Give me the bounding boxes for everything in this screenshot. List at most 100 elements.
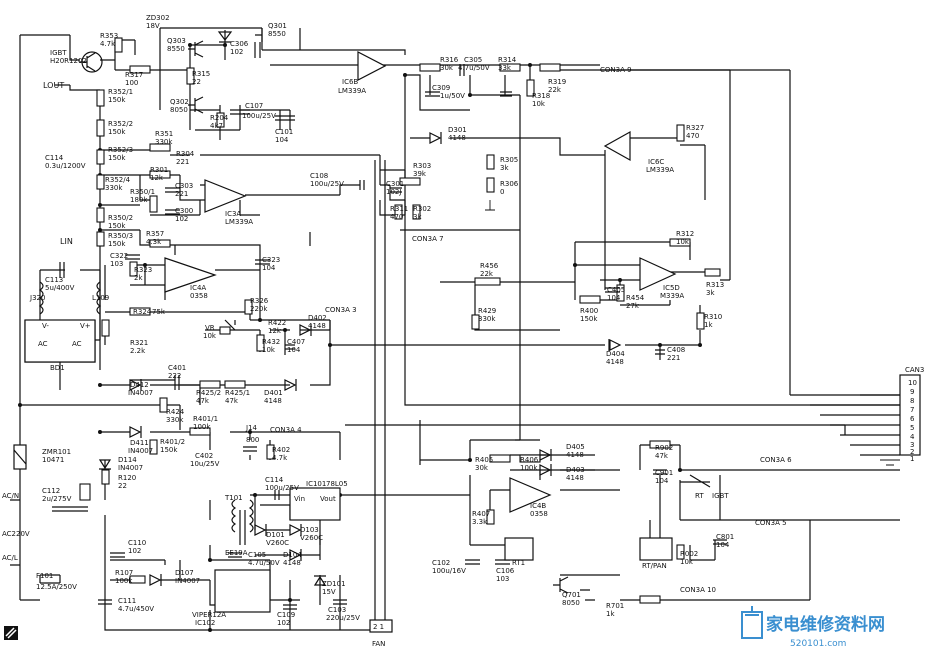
label-r352-4: R352/4 — [105, 176, 131, 184]
label-ic5d: IC5D — [663, 284, 680, 292]
label-d107-value: IN4007 — [175, 577, 200, 585]
label-c300: C300 — [175, 207, 193, 215]
label-d405-value: 4148 — [566, 451, 584, 459]
label-c114-value: 0.3u/1200V — [45, 162, 86, 170]
label-r317: R317 — [125, 71, 143, 79]
label-zd101-value: 15V — [322, 588, 336, 596]
label-r312: R312 — [676, 230, 694, 238]
label-r407-value: 3.3k — [472, 518, 488, 526]
label-bd1: BD1 — [50, 364, 65, 372]
label-r324: R324 — [133, 308, 152, 316]
label-r304: R304 — [176, 150, 195, 158]
label-c407: C407 — [287, 338, 305, 346]
label-ic102: IC102 — [195, 619, 215, 627]
label-c402: C402 — [195, 452, 213, 460]
label-r323-value: 2k — [134, 274, 143, 282]
label-r120-value: 22 — [118, 482, 127, 490]
label-r352-1-value: 150k — [108, 96, 126, 104]
label-v-minus: V- — [42, 322, 49, 330]
label-r305: R305 — [500, 156, 518, 164]
label-c107: C107 — [245, 102, 263, 110]
label-c109-value: 102 — [277, 619, 290, 627]
label-vout: Vout — [320, 495, 336, 503]
label-c306: C306 — [230, 40, 249, 48]
label-r401-2: R401/2 — [160, 438, 185, 446]
label-zmr101-value: 10471 — [42, 456, 64, 464]
watermark-url: 520101.com — [790, 639, 846, 649]
label-r350-1-value: 180k — [130, 196, 148, 204]
label-r316-value: 30k — [440, 64, 454, 72]
label-c305-value: 4.7u/50V — [458, 64, 490, 72]
can3-pin-8: 8 — [910, 397, 914, 405]
label-fan-pins: 2 1 — [373, 623, 384, 631]
label-c109: C109 — [277, 611, 295, 619]
label-ic5d-type: M339A — [660, 292, 684, 300]
label-ic6b-type: LM339A — [338, 87, 366, 95]
label-r405: R405 — [475, 456, 493, 464]
label-igbt: IGBT — [50, 49, 67, 57]
label-ac-n: AC/N — [2, 492, 19, 500]
can3-pin-9: 9 — [910, 388, 914, 396]
label-r326: R326 — [250, 297, 269, 305]
label-zd101: ZD101 — [322, 580, 346, 588]
label-c306-value: 102 — [230, 48, 243, 56]
can3-pin-3: 3 — [910, 441, 914, 449]
label-c323: C323 — [262, 256, 280, 264]
label-q303: Q303 — [167, 37, 186, 45]
label-ic101: IC101 — [306, 480, 326, 488]
label-d403-value: 4148 — [566, 474, 584, 482]
label-con3a9: CON3A 9 — [600, 66, 632, 74]
label-d301: D301 — [448, 126, 467, 134]
label-can3: CAN3 — [905, 366, 924, 374]
label-d104: D104 — [283, 551, 302, 559]
label-q701: Q701 — [562, 591, 581, 599]
label-r422: R422 — [268, 319, 286, 327]
label-r302-value: 3k — [413, 213, 422, 221]
label-vin: Vin — [294, 495, 305, 503]
label-r351-value: 330k — [155, 138, 173, 146]
label-c901: C901 — [655, 469, 673, 477]
label-d411-value: IN4007 — [128, 447, 153, 455]
label-c401-value: 222 — [168, 372, 181, 380]
magnetics — [13, 281, 711, 584]
label-c401: C401 — [168, 364, 186, 372]
label-r402: R402 — [272, 446, 290, 454]
label-d401: D401 — [264, 389, 283, 397]
label-r318: R318 — [532, 92, 550, 100]
label-r002: R002 — [680, 550, 698, 558]
label-d412: D412 — [130, 381, 149, 389]
label-r425-2: R425/2 — [196, 389, 221, 397]
label-ac-left: AC — [38, 340, 48, 348]
label-f101: F101 — [36, 572, 53, 580]
capacitors — [52, 42, 727, 610]
label-r701: R701 — [606, 602, 624, 610]
label-r352-3-value: 150k — [108, 154, 126, 162]
label-ac-l: AC/L — [2, 554, 18, 562]
label-igbt-type: H20R1202 — [50, 57, 87, 65]
label-r350-3: R350/3 — [108, 232, 133, 240]
label-r424-value: 330k — [166, 416, 184, 424]
label-r313: R313 — [706, 281, 724, 289]
label-r204-value: 4k7 — [210, 122, 223, 130]
label-rt1: RT1 — [512, 559, 525, 567]
label-c107-value: 100u/25V — [242, 112, 276, 120]
label-c106-value: 103 — [496, 575, 509, 583]
label-r422-value: 12k — [268, 327, 282, 335]
label-r350-1: R350/1 — [130, 188, 155, 196]
label-d411: D411 — [130, 439, 149, 447]
label-r321: R321 — [130, 339, 148, 347]
label-c309: C309 — [432, 84, 450, 92]
label-d402: D402 — [308, 314, 327, 322]
label-ic6b: IC6B — [342, 78, 358, 86]
label-c111: C111 — [118, 597, 136, 605]
label-r310: R310 — [704, 313, 722, 321]
label-r304-value: 221 — [176, 158, 189, 166]
label-r303-value: 39k — [413, 170, 427, 178]
label-r406: R406 — [520, 456, 539, 464]
can3-pin-5: 5 — [910, 424, 914, 432]
can3-pin-2: 2 — [910, 448, 914, 456]
label-r456-value: 22k — [480, 270, 494, 278]
label-r313-value: 3k — [706, 289, 715, 297]
can3-pin-1: 1 — [910, 455, 914, 463]
label-fan: FAN — [372, 640, 385, 648]
